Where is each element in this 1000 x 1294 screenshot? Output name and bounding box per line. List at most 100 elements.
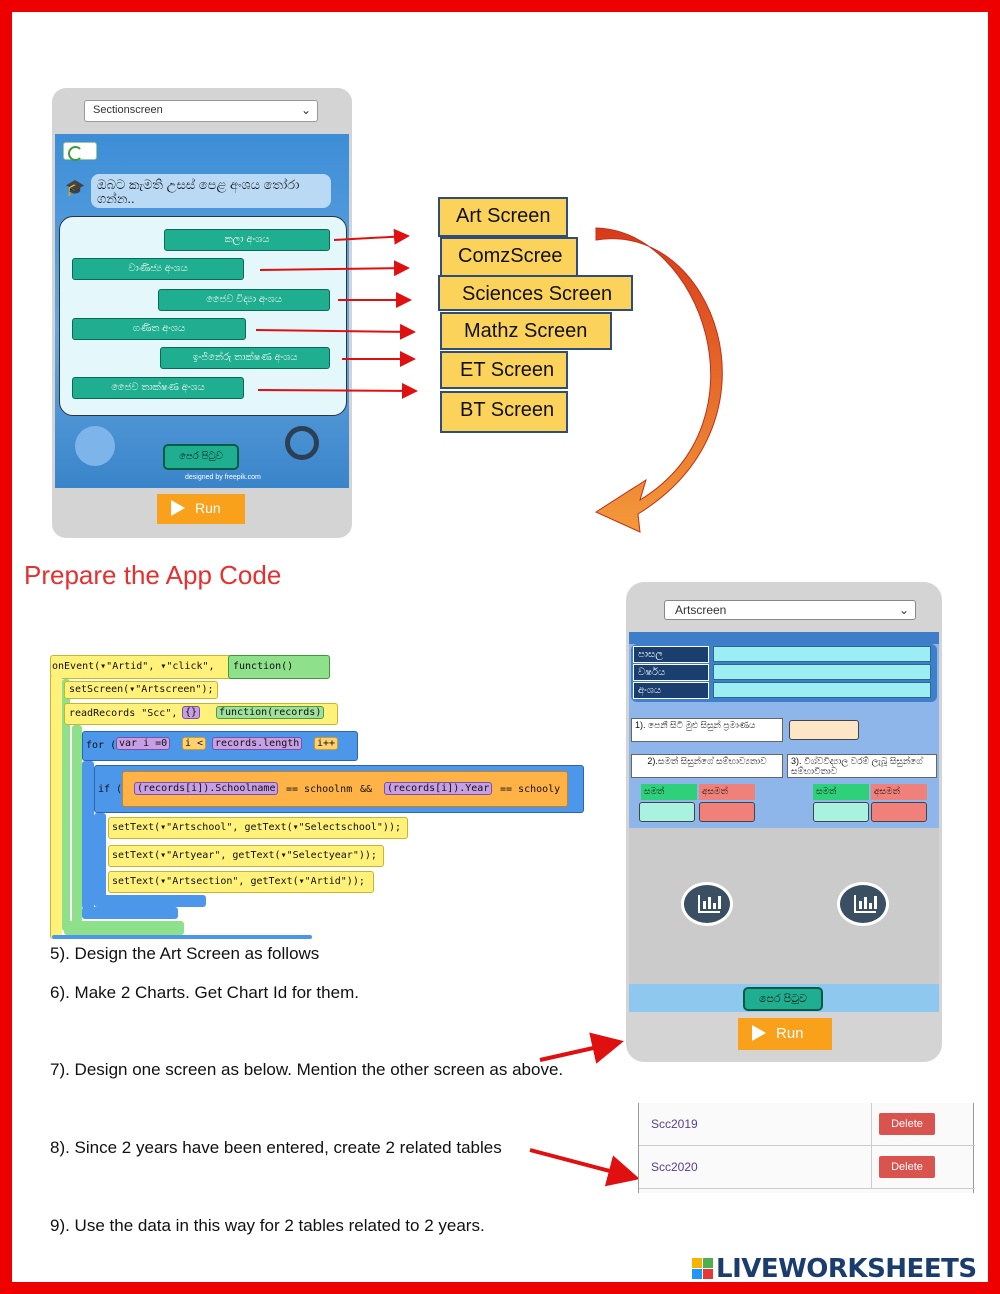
delete-button[interactable]: Delete xyxy=(879,1156,935,1178)
back-button[interactable]: පෙර පිටුව xyxy=(743,987,823,1011)
chart-2-icon[interactable] xyxy=(837,882,889,926)
code-bottom-edge xyxy=(52,935,312,939)
sciences-screen-box: Sciences Screen xyxy=(438,275,633,311)
code-line-7: setText(▾"Artyear", getText(▾"Selectyear… xyxy=(112,850,377,861)
code-line-5c: == schoolnm xyxy=(286,784,353,795)
arrow-maths xyxy=(255,323,416,340)
fail-chip-1: අසමත් xyxy=(699,784,755,800)
bio-science-section-button[interactable]: ජෛව විද්‍යා අංශය xyxy=(158,289,330,311)
university-probability-label: 3). විශ්වවිද්‍යාල වරම් ලැබූ සිසුන්ගේ සම්… xyxy=(787,754,937,778)
year-field[interactable] xyxy=(713,664,931,680)
pass-chip-2: සමත් xyxy=(813,784,869,800)
tables-list: Scc2019 Delete Scc2020 Delete xyxy=(638,1103,975,1193)
year-label: වර්ෂය xyxy=(633,664,709,681)
code-line-4b: var i =0 xyxy=(116,737,171,750)
section-buttons-panel: කලා අංශය වාණිජ්‍ය අංශය ජෛව විද්‍යා අංශය … xyxy=(59,216,347,416)
if-end xyxy=(94,895,206,907)
play-icon xyxy=(752,1025,766,1041)
code-line-3c: function(records) xyxy=(216,706,325,719)
settext-year-block xyxy=(108,845,384,867)
bio-tech-section-button[interactable]: ජෛව තාක්ෂණ අංශය xyxy=(72,377,244,399)
readrecords-spine xyxy=(72,725,82,929)
decor-circle xyxy=(75,426,115,466)
code-line-1: onEvent(▾"Artid", ▾"click", xyxy=(52,661,215,672)
code-line-4c: i < xyxy=(182,737,207,750)
bt-screen-box: BT Screen xyxy=(440,391,568,433)
step-8-arrow xyxy=(529,1148,640,1187)
info-panel: පාසල වර්ෂය අංශය xyxy=(631,644,937,702)
art-screen-phone: Artscreen ⌄ පාසල වර්ෂය අංශය 1). පෙනී සිට… xyxy=(620,580,950,1067)
table-name[interactable]: Scc2019 xyxy=(651,1117,698,1131)
commerce-screen-box: ComzScree xyxy=(440,237,578,277)
code-line-6: setText(▾"Artschool", getText(▾"Selectsc… xyxy=(112,822,401,833)
magnifier-decor-icon xyxy=(285,426,319,460)
pass-chip-1: සමත් xyxy=(641,784,697,800)
code-line-3b: {} xyxy=(182,706,201,719)
code-line-4e: i++ xyxy=(314,737,339,750)
code-line-5b: (records[i]).Schoolname xyxy=(134,782,279,795)
code-line-8: setText(▾"Artsection", getText(▾"Artid")… xyxy=(112,876,365,887)
school-field[interactable] xyxy=(713,646,931,662)
column-divider xyxy=(871,1146,872,1189)
settext-school-block xyxy=(108,817,408,839)
credit-text: designed by freepik.com xyxy=(185,474,261,481)
table-name[interactable]: Scc2020 xyxy=(651,1160,698,1174)
school-label: පාසල xyxy=(633,646,709,663)
fail-value-1[interactable] xyxy=(699,802,755,822)
step-8: 8). Since 2 years have been entered, cre… xyxy=(50,1138,502,1157)
arrow-art xyxy=(333,228,410,245)
settext-section-block xyxy=(108,871,374,893)
column-divider xyxy=(871,1103,872,1146)
code-line-3a: readRecords "Scc", xyxy=(69,708,178,719)
code-line-5d: && xyxy=(360,784,373,795)
step-9: 9). Use the data in this way for 2 table… xyxy=(50,1216,485,1235)
code-line-2: setScreen(▾"Artscreen"); xyxy=(69,684,214,695)
run-label: Run xyxy=(195,500,221,516)
section-title: Prepare the App Code xyxy=(24,560,282,590)
section-field[interactable] xyxy=(713,682,931,698)
pass-value-2[interactable] xyxy=(813,802,869,822)
run-button[interactable]: Run xyxy=(738,1018,832,1050)
fail-value-2[interactable] xyxy=(871,802,927,822)
chevron-down-icon: ⌄ xyxy=(898,603,909,617)
code-line-5a: if ( xyxy=(98,784,123,795)
phone-body: Artscreen ⌄ පාසල වර්ෂය අංශය 1). පෙනී සිට… xyxy=(626,582,942,1062)
art-screen-box: Art Screen xyxy=(438,197,568,237)
curved-arrow-icon xyxy=(594,227,723,533)
commerce-section-button[interactable]: වාණිජ්‍ය අංශය xyxy=(72,258,244,280)
total-students-field[interactable] xyxy=(789,720,859,740)
engineering-tech-section-button[interactable]: ඉංජිනේරු තාක්ෂණ අංශය xyxy=(160,347,330,369)
screen-select-value: Artscreen xyxy=(675,603,727,617)
brand-wordmark: LIVEWORKSHEETS xyxy=(716,1254,977,1284)
et-screen-box: ET Screen xyxy=(440,351,568,389)
art-section-button[interactable]: කලා අංශය xyxy=(164,229,330,251)
app-logo xyxy=(63,142,97,161)
top-band xyxy=(629,632,939,644)
function-spine xyxy=(62,679,70,931)
step-arrows xyxy=(529,1032,640,1187)
maths-section-button[interactable]: ගණිත අංශය xyxy=(72,318,246,340)
code-blocks: onEvent(▾"Artid", ▾"click", function() s… xyxy=(50,645,590,945)
for-end xyxy=(82,907,178,919)
screen-select[interactable]: Sectionscreen ⌄ xyxy=(84,100,318,122)
total-students-label: 1). පෙනී සිටි මුළු සිසුන් ප්‍රමාණය xyxy=(631,718,783,742)
setscreen-block xyxy=(64,681,218,699)
headline: ඔබට කැමති උසස් පෙළ අංශය තෝරා ගන්න.. xyxy=(91,174,331,208)
screen-select[interactable]: Artscreen ⌄ xyxy=(664,600,916,620)
graduation-cap-icon: 🎓 xyxy=(65,180,85,197)
function-block xyxy=(228,655,330,679)
table-row: Scc2019 Delete xyxy=(639,1103,975,1146)
pass-probability-label: 2).සමත් සිසුන්ගේ සම්භාව්‍යතාව xyxy=(631,754,783,778)
pass-value-1[interactable] xyxy=(639,802,695,822)
run-button[interactable]: Run xyxy=(157,494,245,524)
arrow-commerce xyxy=(259,260,410,277)
chart-1-icon[interactable] xyxy=(681,882,733,926)
delete-button[interactable]: Delete xyxy=(879,1113,935,1135)
step-7: 7). Design one screen as below. Mention … xyxy=(50,1060,564,1079)
back-button[interactable]: පෙර පිටුව xyxy=(163,444,239,470)
chevron-down-icon: ⌄ xyxy=(300,103,311,117)
maths-screen-box: Mathz Screen xyxy=(440,312,612,350)
liveworksheets-logo-icon xyxy=(692,1258,714,1280)
arrow-bt xyxy=(257,382,418,399)
step-7-arrow xyxy=(539,1032,624,1064)
